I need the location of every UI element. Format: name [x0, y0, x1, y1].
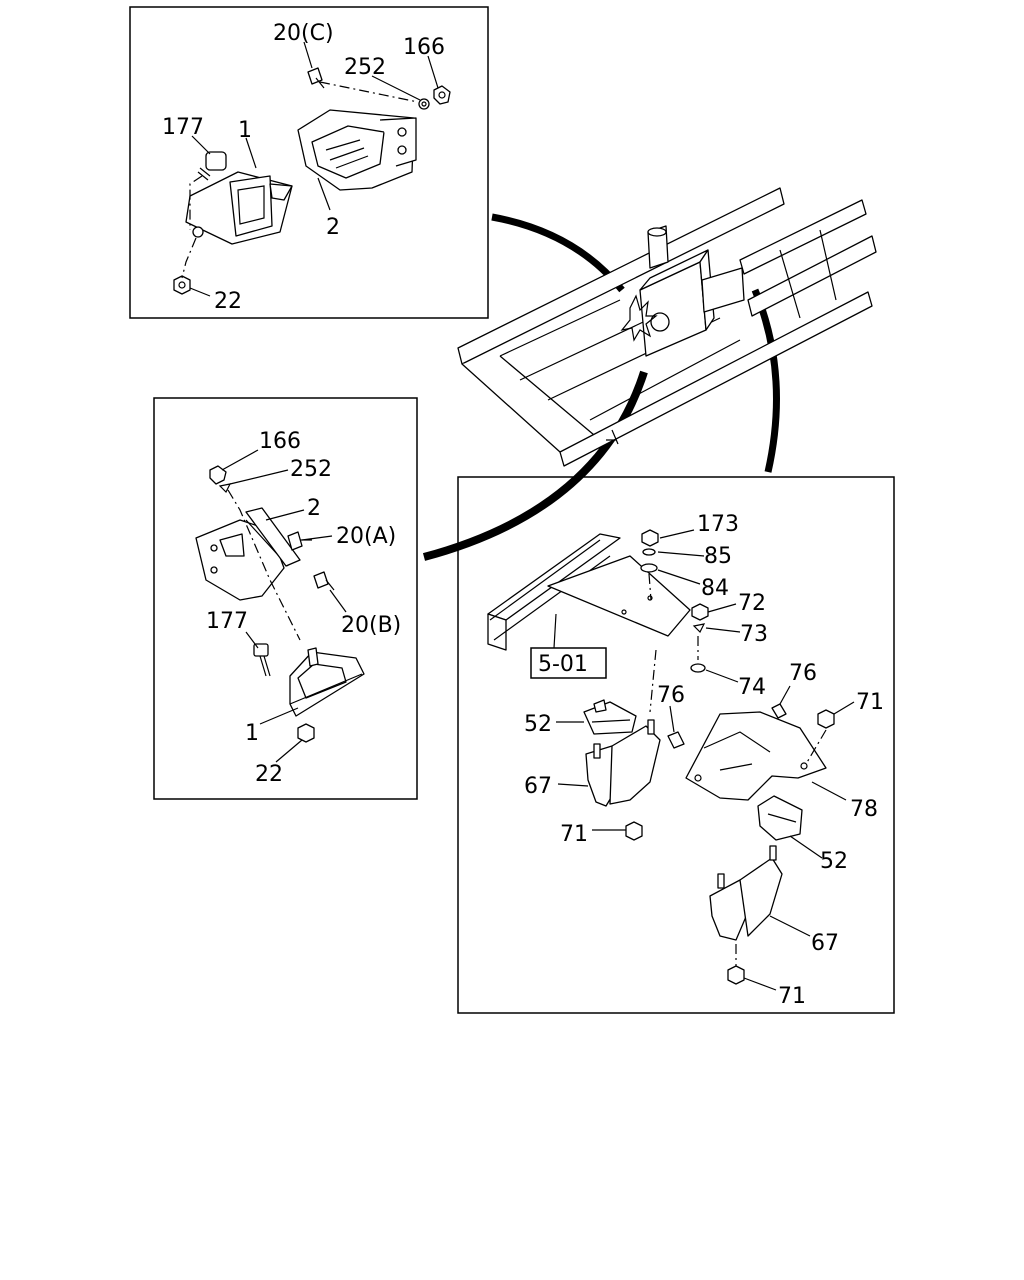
pointer-arc-left	[422, 370, 648, 561]
bolt-icon	[307, 67, 325, 89]
bracket-icon	[585, 719, 661, 807]
callout-85: 85	[704, 544, 732, 569]
callout-20b: 20(B)	[341, 613, 401, 638]
callout-1: 1	[238, 118, 252, 143]
callout-2: 2	[326, 215, 340, 240]
frame-chassis-icon	[457, 187, 877, 467]
washer-icon	[692, 623, 706, 634]
detail-top	[173, 41, 451, 297]
nut-icon	[433, 85, 451, 105]
callout-252: 252	[290, 457, 332, 482]
callout-166: 166	[403, 35, 445, 60]
frame-chassis-icon	[487, 533, 691, 651]
callout-177: 177	[206, 609, 248, 634]
bracket-icon	[685, 711, 827, 801]
washer-icon	[418, 98, 430, 110]
callout-20c: 20(C)	[273, 21, 334, 46]
callout-76: 76	[789, 661, 817, 686]
callout-74: 74	[738, 675, 766, 700]
detail-left	[195, 449, 365, 763]
callout-73: 73	[740, 622, 768, 647]
rubber-mount-icon	[289, 647, 365, 717]
bolt-icon	[667, 731, 685, 749]
nut-icon	[173, 275, 191, 295]
engine-mount-bracket-icon	[297, 109, 417, 191]
detail-box-right	[457, 476, 895, 1014]
detail-box-top	[129, 6, 489, 319]
callout-67: 67	[524, 774, 552, 799]
callout-52: 52	[524, 712, 552, 737]
pointer-arc-right	[751, 288, 780, 473]
bracket-icon	[709, 845, 783, 941]
washer-icon	[690, 663, 706, 673]
callout-labels: 20(C) 252 166 177 1 2 22 166 252 2 20(A)…	[162, 21, 884, 1009]
engine-mount-bracket-icon	[195, 507, 301, 601]
callout-1: 1	[245, 721, 259, 746]
callout-252: 252	[344, 55, 386, 80]
washer-icon	[642, 548, 656, 556]
callout-67: 67	[811, 931, 839, 956]
nut-icon	[209, 465, 227, 485]
callout-173: 173	[697, 512, 739, 537]
callout-71: 71	[560, 822, 588, 847]
callout-166: 166	[259, 429, 301, 454]
callout-76: 76	[657, 683, 685, 708]
nut-icon	[297, 723, 315, 743]
rubber-mount-icon	[583, 699, 637, 735]
callout-2: 2	[307, 496, 321, 521]
detail-box-left	[153, 397, 418, 800]
bolt-icon	[253, 643, 271, 677]
detail-right	[487, 529, 855, 991]
nut-icon	[625, 821, 643, 841]
bolt-icon	[771, 703, 787, 719]
callout-71: 71	[856, 690, 884, 715]
callout-52: 52	[820, 849, 848, 874]
nut-icon	[691, 603, 709, 621]
bolt-icon	[313, 571, 335, 591]
bolt-icon	[287, 531, 312, 551]
callout-22: 22	[214, 289, 242, 314]
callout-22: 22	[255, 762, 283, 787]
callout-78: 78	[850, 797, 878, 822]
rubber-mount-icon	[185, 171, 293, 245]
bolt-icon	[197, 151, 227, 181]
washer-icon	[218, 483, 232, 494]
nut-icon	[727, 965, 745, 985]
callout-71: 71	[778, 984, 806, 1009]
rubber-mount-icon	[757, 795, 803, 841]
ref-box-5-01	[530, 647, 607, 679]
callout-177: 177	[162, 115, 204, 140]
nut-icon	[817, 709, 835, 729]
callout-5-01: 5-01	[538, 652, 588, 677]
callout-72: 72	[738, 591, 766, 616]
callout-84: 84	[701, 576, 729, 601]
callout-20a: 20(A)	[336, 524, 396, 549]
nut-icon	[641, 529, 659, 547]
washer-icon	[640, 563, 658, 573]
